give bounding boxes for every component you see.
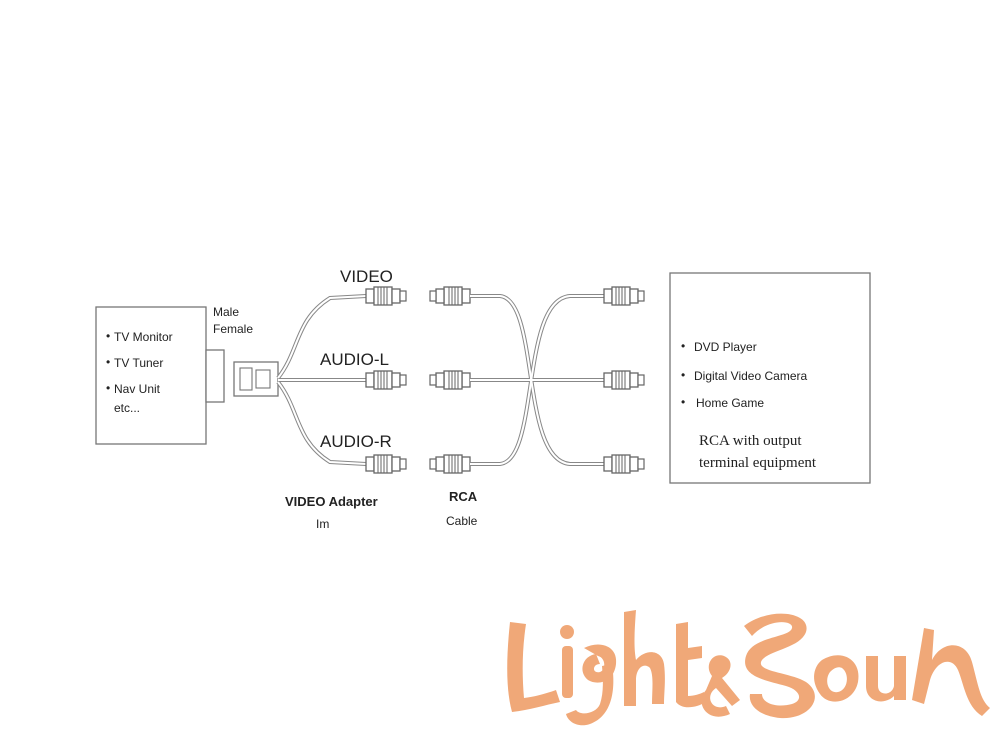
video-plug bbox=[365, 286, 407, 306]
bullet: • bbox=[106, 329, 110, 343]
output-equipment-box bbox=[669, 272, 871, 484]
male-label: Male bbox=[213, 305, 239, 319]
output-note-line2: terminal equipment bbox=[699, 455, 817, 471]
rca-subcaption: Cable bbox=[446, 514, 478, 528]
video-label: VIDEO bbox=[340, 267, 393, 286]
source-item-tv-monitor: TV Monitor bbox=[114, 330, 173, 344]
source-item-nav-unit: Nav Unit bbox=[114, 382, 161, 396]
rca-caption: RCA bbox=[449, 489, 478, 504]
bullet: • bbox=[106, 381, 110, 395]
rca-out-plug-3 bbox=[603, 454, 645, 474]
rca-plug-3 bbox=[429, 454, 471, 474]
source-device-box bbox=[95, 306, 207, 445]
audio-l-label: AUDIO-L bbox=[320, 350, 389, 369]
audio-r-label: AUDIO-R bbox=[320, 432, 392, 451]
video-adapter-caption: VIDEO Adapter bbox=[285, 494, 378, 509]
rca-out-plug-1 bbox=[603, 286, 645, 306]
audio-r-plug bbox=[365, 454, 407, 474]
source-item-tv-tuner: TV Tuner bbox=[114, 356, 163, 370]
bullet: • bbox=[106, 355, 110, 369]
video-adapter-subcaption: Im bbox=[316, 517, 329, 531]
bullet: • bbox=[681, 368, 685, 382]
bullet: • bbox=[681, 395, 685, 409]
source-item-etc: etc... bbox=[114, 401, 140, 415]
output-item-home-game: Home Game bbox=[696, 396, 764, 410]
rca-out-plug-2 bbox=[603, 370, 645, 390]
output-item-dvd-player: DVD Player bbox=[694, 340, 757, 354]
rca-plug-2 bbox=[429, 370, 471, 390]
output-note-line1: RCA with output bbox=[699, 433, 802, 449]
female-label: Female bbox=[213, 322, 253, 336]
audio-l-plug bbox=[365, 370, 407, 390]
bullet: • bbox=[681, 339, 685, 353]
output-item-video-camera: Digital Video Camera bbox=[694, 369, 807, 383]
video-adapter-connector bbox=[205, 349, 279, 403]
light-and-sound-logo bbox=[507, 610, 990, 726]
rca-plug-1 bbox=[429, 286, 471, 306]
